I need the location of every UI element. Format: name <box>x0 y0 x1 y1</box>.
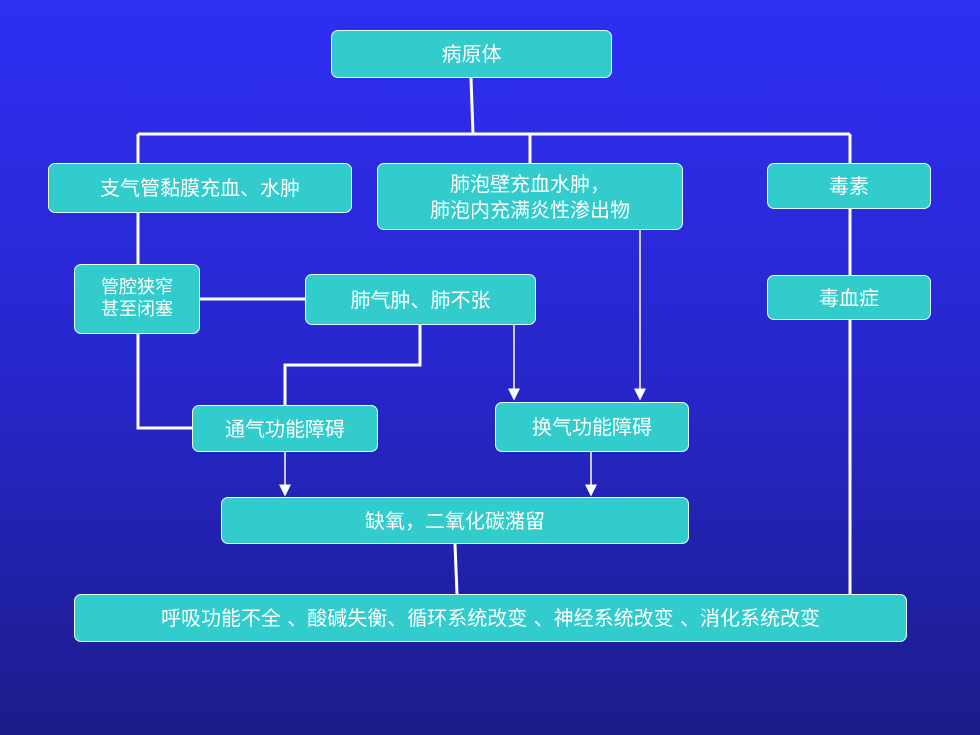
node-pathogen: 病原体 <box>331 30 612 78</box>
node-bronchial-mucosa: 支气管黏膜充血、水肿 <box>48 163 352 213</box>
node-alveolar-exudate: 肺泡壁充血水肿， 肺泡内充满炎性渗出物 <box>377 163 683 230</box>
node-lumen-stenosis: 管腔狭窄 甚至闭塞 <box>74 264 200 334</box>
connector-hypoxia-outcome <box>453 543 459 595</box>
node-ventilation-dysfunction: 通气功能障碍 <box>192 405 378 452</box>
node-toxemia: 毒血症 <box>767 275 931 320</box>
connector-emphysema-ventilation <box>283 325 422 405</box>
connector-lumen-ventilation <box>136 334 192 430</box>
node-toxin: 毒素 <box>767 163 931 209</box>
node-emphysema-atelectasis: 肺气肿、肺不张 <box>305 274 536 325</box>
node-systemic-outcome: 呼吸功能不全 、酸碱失衡、循环系统改变 、神经系统改变 、消化系统改变 <box>74 594 907 642</box>
node-hypoxia-hypercapnia: 缺氧，二氧化碳潴留 <box>221 497 689 544</box>
node-exchange-dysfunction: 换气功能障碍 <box>495 402 689 452</box>
connector-pathogen-down <box>469 77 475 135</box>
